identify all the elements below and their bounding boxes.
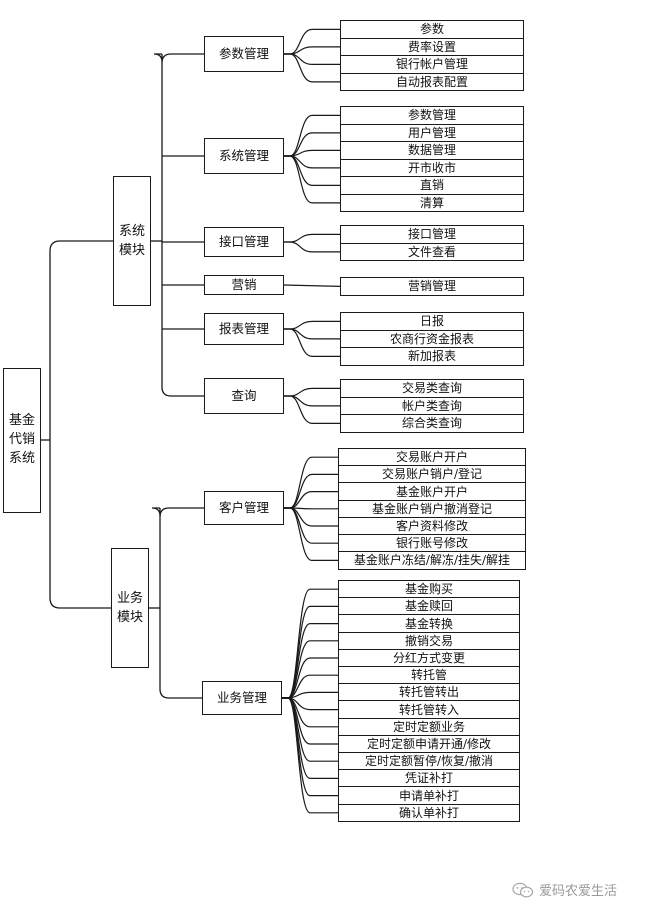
leaf-node: 接口管理 [340, 225, 524, 244]
leaf-node: 清算 [340, 193, 524, 213]
connector [284, 395, 340, 407]
connector [284, 241, 340, 253]
connector [284, 155, 340, 204]
connector [284, 53, 340, 83]
connector [284, 233, 340, 243]
connector [282, 605, 338, 699]
leaf-node: 开市收市 [340, 158, 524, 178]
connector [151, 507, 161, 517]
leaf-node: 转托管转出 [338, 683, 520, 702]
leaf-node: 基金账户冻结/解冻/挂失/解挂 [338, 551, 526, 570]
wechat-icon [512, 882, 534, 897]
leaf-node: 转托管 [338, 666, 520, 685]
leaf-node: 分红方式变更 [338, 648, 520, 668]
leaf-node: 交易账户开户 [338, 448, 526, 467]
leaf-node: 定时定额业务 [338, 717, 520, 737]
leaf-node: 定时定额暂停/恢复/撤消 [338, 752, 520, 771]
group-node-marketing: 营销 [204, 275, 284, 295]
group-node-interface-mgmt: 接口管理 [204, 227, 284, 257]
leaf-node: 银行帐户管理 [340, 55, 524, 74]
leaf-node: 直销 [340, 176, 524, 195]
leaf-node: 交易类查询 [340, 379, 524, 398]
leaf-node: 参数管理 [340, 106, 524, 125]
group-node-report-mgmt: 报表管理 [204, 313, 284, 345]
watermark: 爱码农爱生活 [512, 880, 617, 899]
connector [283, 284, 341, 287]
leaf-node: 新加报表 [340, 347, 524, 366]
group-node-business-mgmt: 业务管理 [202, 681, 282, 715]
connector [153, 53, 163, 63]
module-node-system: 系统 模块 [113, 176, 151, 306]
connector [282, 697, 338, 728]
connector [282, 697, 338, 814]
connector [284, 132, 340, 157]
connector [159, 507, 170, 699]
leaf-node: 自动报表配置 [340, 72, 524, 92]
leaf-node: 基金赎回 [338, 597, 520, 616]
connector [282, 640, 338, 699]
leaf-node: 基金转换 [338, 614, 520, 633]
watermark-text: 爱码农爱生活 [539, 884, 618, 899]
connector [161, 53, 172, 397]
group-node-query: 查询 [204, 378, 284, 414]
leaf-node: 文件查看 [340, 242, 524, 262]
connector [282, 588, 338, 699]
connector [284, 491, 338, 509]
leaf-node: 基金账户开户 [338, 482, 526, 501]
leaf-node: 确认单补打 [338, 803, 520, 823]
connector [282, 697, 338, 745]
connector [284, 53, 340, 65]
leaf-node: 营销管理 [340, 277, 524, 296]
leaf-node: 日报 [340, 312, 524, 331]
leaf-node: 基金账户销户撤消登记 [338, 499, 526, 519]
connector [49, 240, 61, 609]
connector [284, 507, 338, 527]
connector [282, 697, 338, 762]
module-node-business: 业务 模块 [111, 548, 149, 668]
leaf-node: 银行账号修改 [338, 534, 526, 553]
group-node-param-mgmt: 参数管理 [204, 36, 284, 72]
leaf-node: 用户管理 [340, 123, 524, 143]
group-node-system-mgmt: 系统管理 [204, 138, 284, 174]
connector [284, 328, 340, 340]
leaf-node: 凭证补打 [338, 769, 520, 788]
connector [284, 28, 340, 55]
connector [284, 507, 338, 561]
leaf-node: 参数 [340, 20, 524, 39]
group-node-customer-mgmt: 客户管理 [204, 491, 284, 525]
leaf-node: 综合类查询 [340, 414, 524, 433]
leaf-node: 基金购买 [338, 580, 520, 599]
connector [284, 387, 340, 397]
connector [284, 328, 340, 357]
leaf-node: 撤销交易 [338, 631, 520, 651]
connector [284, 456, 338, 509]
leaf-node: 费率设置 [340, 37, 524, 57]
leaf-node: 交易账户销户/登记 [338, 465, 526, 484]
leaf-node: 农商行资金报表 [340, 329, 524, 349]
connector [282, 697, 338, 797]
connector [284, 155, 340, 186]
connector [284, 320, 340, 330]
leaf-node: 定时定额申请开通/修改 [338, 734, 520, 754]
leaf-node: 客户资料修改 [338, 516, 526, 536]
root-node: 基金 代销 系统 [3, 368, 41, 513]
connector [284, 395, 340, 424]
leaf-node: 帐户类查询 [340, 396, 524, 416]
leaf-node: 转托管转入 [338, 700, 520, 719]
leaf-node: 数据管理 [340, 141, 524, 160]
leaf-node: 申请单补打 [338, 786, 520, 805]
connector [282, 623, 338, 699]
